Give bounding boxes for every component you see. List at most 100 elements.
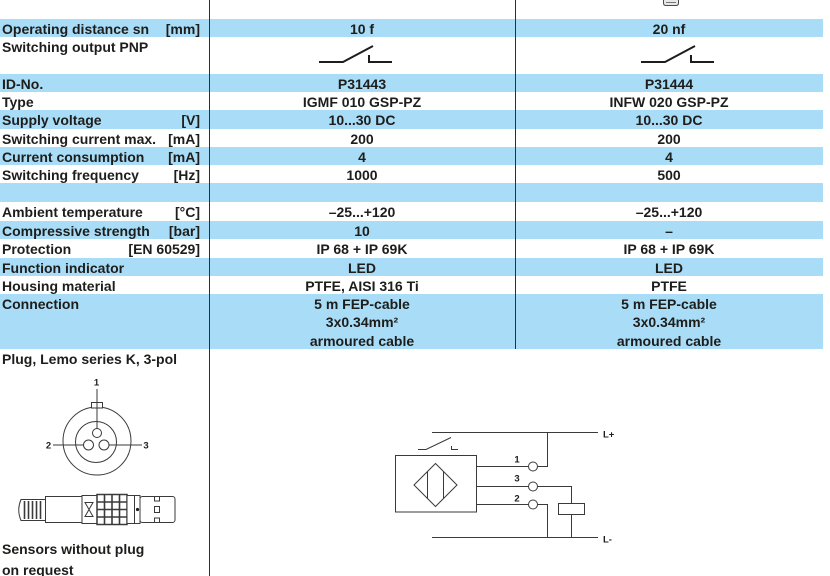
current-consumption-unit: [mA] xyxy=(168,148,200,165)
plug-body xyxy=(45,496,83,523)
supply-negative-label: L- xyxy=(603,535,612,546)
row-connection: Connection 5 m FEP-cable 3x0.34mm² armou… xyxy=(0,294,823,349)
supply-voltage-value-1: 10...30 DC xyxy=(328,112,396,129)
row-switching-frequency: Switching frequency [Hz] 1000 500 xyxy=(0,165,823,183)
pin-2-label: 2 xyxy=(46,441,51,452)
current-consumption-value-2: 4 xyxy=(665,148,673,165)
id-no-value-1: P31443 xyxy=(337,75,387,92)
protection-unit: [EN 60529] xyxy=(128,241,200,258)
row-label-cell: ID-No. xyxy=(0,74,209,92)
knurled-grip xyxy=(96,493,128,526)
type-label: Type xyxy=(2,94,34,110)
plug-note-line: Sensors without plug xyxy=(2,541,145,557)
row-label-cell: Ambient temperature [°C] xyxy=(0,202,209,222)
connection-line: 3x0.34mm² xyxy=(632,314,706,331)
pin-1 xyxy=(92,428,102,438)
switching-output-value-2 xyxy=(515,37,823,74)
row-supply-voltage: Supply voltage [V] 10...30 DC 10...30 DC xyxy=(0,110,823,129)
sensor-body xyxy=(395,455,477,513)
switching-current-value-1: 200 xyxy=(350,130,374,147)
pin-3-label: 3 xyxy=(143,441,148,452)
row-label-cell: Type xyxy=(0,92,209,110)
row-label-cell: Switching output PNP xyxy=(0,37,209,74)
lemo-plug-side-view-icon xyxy=(18,493,176,526)
sensor-drawing-fragment xyxy=(663,0,679,6)
wire-terminal-1: 1 xyxy=(476,432,548,472)
plug-note: Sensors without plug on request xyxy=(2,539,144,576)
pin-leader-lines xyxy=(53,389,142,446)
row-label-cell: Current consumption [mA] xyxy=(0,147,209,165)
current-consumption-value-1: 4 xyxy=(358,148,366,165)
connection-line: 5 m FEP-cable xyxy=(621,296,717,312)
current-consumption-label: Current consumption xyxy=(2,148,145,165)
ambient-temperature-value-1: –25...+120 xyxy=(328,203,396,220)
operating-distance-label: Operating distance sn xyxy=(2,21,150,37)
switching-frequency-unit: [Hz] xyxy=(173,167,200,183)
wire-terminal-2: 2 xyxy=(476,494,548,538)
connection-line: 5 m FEP-cable xyxy=(314,296,410,312)
row-label-cell: Protection [EN 60529] xyxy=(0,239,209,257)
spec-table: Operating distance sn [mm] 10 f 20 nf Sw… xyxy=(0,19,823,349)
row-housing-material: Housing material PTFE, AISI 316 Ti PTFE xyxy=(0,276,823,294)
supply-voltage-unit: [V] xyxy=(181,112,200,129)
connection-line: 3x0.34mm² xyxy=(325,314,399,331)
switching-current-value-2: 200 xyxy=(657,130,681,147)
row-operating-distance: Operating distance sn [mm] 10 f 20 nf xyxy=(0,19,823,38)
connection-value-1: 5 m FEP-cable 3x0.34mm² armoured cable xyxy=(209,294,515,349)
row-label-cell: Compressive strength [bar] xyxy=(0,221,209,239)
switching-current-label: Switching current max. xyxy=(2,130,157,147)
row-label-cell: Supply voltage [V] xyxy=(0,110,209,128)
id-no-label: ID-No. xyxy=(2,75,44,92)
compressive-strength-value-2: – xyxy=(665,223,673,239)
type-value-1: IGMF 010 GSP-PZ xyxy=(302,94,422,110)
row-compressive-strength: Compressive strength [bar] 10 – xyxy=(0,221,823,240)
normally-open-contact-icon xyxy=(319,45,392,63)
row-current-consumption: Current consumption [mA] 4 4 xyxy=(0,146,823,165)
compressive-strength-unit: [bar] xyxy=(168,223,200,239)
terminal-label: 3 xyxy=(514,474,519,485)
housing-material-label: Housing material xyxy=(2,277,116,294)
row-function-indicator: Function indicator LED LED xyxy=(0,257,823,276)
compressive-strength-label: Compressive strength xyxy=(2,223,150,239)
switching-frequency-value-1: 1000 xyxy=(346,167,378,183)
row-switching-output: Switching output PNP xyxy=(0,37,823,74)
switching-frequency-value-2: 500 xyxy=(657,167,681,183)
function-indicator-value-1: LED xyxy=(348,259,376,276)
plug-note-line: on request xyxy=(2,561,74,576)
supply-voltage-value-2: 10...30 DC xyxy=(635,112,703,129)
connection-value-2: 5 m FEP-cable 3x0.34mm² armoured cable xyxy=(515,294,823,349)
connection-line: armoured cable xyxy=(616,332,722,349)
switching-output-value-1 xyxy=(209,37,515,74)
switching-frequency-label: Switching frequency xyxy=(2,167,139,183)
pnp-wiring-diagram: L+ L- 1 3 2 xyxy=(395,430,615,546)
protection-value-2: IP 68 + IP 69K xyxy=(623,241,715,258)
wire-terminal-3: 3 xyxy=(476,474,572,504)
row-type: Type IGMF 010 GSP-PZ INFW 020 GSP-PZ xyxy=(0,92,823,110)
operating-distance-value-1: 10 f xyxy=(349,21,375,37)
compressive-strength-value-1: 10 xyxy=(354,223,370,239)
row-label-cell: Switching frequency [Hz] xyxy=(0,165,209,183)
supply-positive-label: L+ xyxy=(603,430,615,441)
label-column-divider xyxy=(209,0,210,576)
ambient-temperature-unit: [°C] xyxy=(174,203,200,220)
pin-3 xyxy=(98,439,110,451)
housing-material-value-2: PTFE xyxy=(651,277,687,294)
output-switch-symbol xyxy=(418,437,458,450)
row-label-cell: Operating distance sn [mm] xyxy=(0,19,209,37)
normally-open-contact-icon xyxy=(641,45,714,63)
row-label-cell: Connection xyxy=(0,294,209,349)
hex-nut xyxy=(81,495,98,524)
switching-current-unit: [mA] xyxy=(168,130,200,147)
id-no-value-2: P31444 xyxy=(644,75,694,92)
pin-2 xyxy=(83,439,94,451)
plug-front-sleeve xyxy=(139,496,176,523)
locking-flange xyxy=(126,495,141,524)
inductive-sensor-symbol xyxy=(413,462,458,508)
row-label-cell: Function indicator xyxy=(0,258,209,276)
connection-line: armoured cable xyxy=(309,332,415,349)
protection-value-1: IP 68 + IP 69K xyxy=(316,241,408,258)
row-id-no: ID-No. P31443 P31444 xyxy=(0,73,823,92)
row-label-cell: Housing material xyxy=(0,276,209,294)
row-switching-current: Switching current max. [mA] 200 200 xyxy=(0,129,823,147)
row-protection: Protection [EN 60529] IP 68 + IP 69K IP … xyxy=(0,239,823,257)
